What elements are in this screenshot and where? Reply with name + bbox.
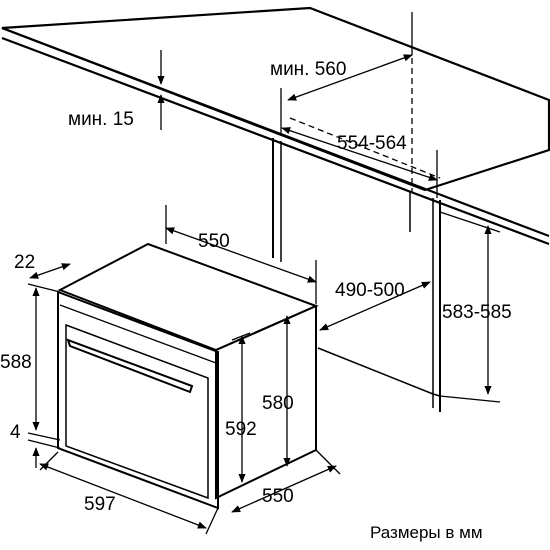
caption: Размеры в мм <box>370 523 483 542</box>
label-22: 22 <box>14 252 35 273</box>
dim-554-564-line <box>281 127 438 181</box>
oven-top-face <box>57 242 319 352</box>
dim-550-bottom-ext <box>315 449 341 475</box>
dimension-lines <box>27 12 501 535</box>
dim-588-ext-bot <box>27 432 61 441</box>
label-592: 592 <box>225 419 257 440</box>
dim-min-560-line <box>287 54 413 101</box>
niche-floor-front <box>317 347 434 395</box>
dim-597-ext2 <box>205 507 219 535</box>
label-580: 580 <box>262 393 294 414</box>
label-588: 588 <box>0 352 32 373</box>
dim-4-ext <box>27 439 61 449</box>
label-583-585: 583-585 <box>442 302 512 323</box>
label-554-564: 554-564 <box>337 133 407 154</box>
dim-550-bottom-line <box>231 465 337 513</box>
countertop-edge-lower <box>1 26 550 238</box>
countertop-edge <box>1 36 550 246</box>
oven-door-handle <box>66 338 194 394</box>
label-597: 597 <box>84 494 116 515</box>
dim-597-line <box>39 463 207 529</box>
oven-front-frame <box>57 290 219 510</box>
label-min-15: мин. 15 <box>68 109 134 130</box>
niche-floor-right <box>432 393 441 397</box>
dim-592-ext-top <box>231 332 251 341</box>
label-550-top: 550 <box>198 231 230 252</box>
dim-490-500-line <box>319 281 431 331</box>
dim-583-585-ext-bot <box>439 395 501 403</box>
oven-control-strip <box>59 304 217 364</box>
dim-550-top-line <box>165 227 317 283</box>
dimension-labels: мин. 560 мин. 15 554-564 550 490-500 583… <box>0 59 512 515</box>
label-550-bottom: 550 <box>262 486 294 507</box>
dim-583-585-ext-top <box>439 211 501 233</box>
label-490-500: 490-500 <box>335 280 405 301</box>
oven-door-glass <box>65 323 209 500</box>
label-min-560: мин. 560 <box>270 59 346 80</box>
dim-588-ext-top <box>27 283 61 293</box>
label-4: 4 <box>10 422 21 443</box>
dim-22-line <box>29 263 71 279</box>
countertop-panel <box>1 6 550 192</box>
dim-597-ext1 <box>39 451 59 471</box>
oven <box>57 242 319 510</box>
